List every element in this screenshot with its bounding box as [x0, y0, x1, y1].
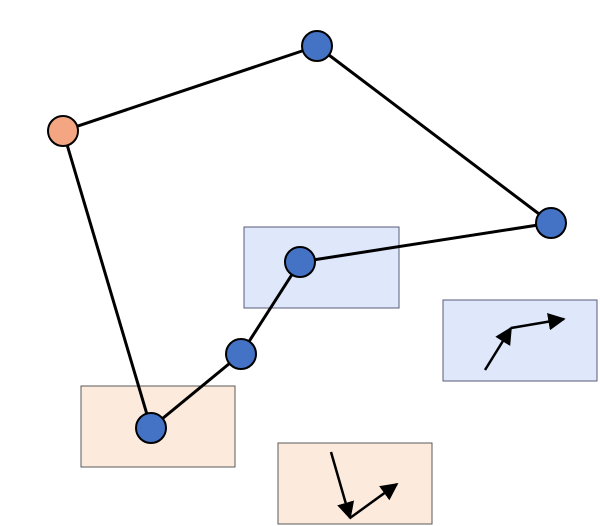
edge-n4-n5	[239, 261, 302, 355]
arrow-pair-icon	[329, 451, 399, 520]
node-n2[interactable]	[301, 30, 333, 62]
box-peach-bottom-glyph	[277, 442, 433, 525]
edge-n2-n3	[316, 44, 552, 225]
node-n6[interactable]	[135, 412, 167, 444]
box-blue-right-glyph	[442, 299, 598, 382]
node-n5[interactable]	[225, 338, 257, 370]
arrow-segment-1	[329, 451, 355, 520]
box-blue-center	[243, 226, 400, 309]
arrow-segment-2	[349, 482, 399, 520]
arrow-segment-1	[483, 326, 513, 371]
edge-n3-n4	[299, 221, 552, 264]
arrow-segment-2	[510, 313, 566, 331]
node-n1[interactable]	[47, 115, 79, 147]
node-n4[interactable]	[284, 246, 316, 278]
edge-n1-n2	[62, 44, 318, 133]
edge-n5-n6	[150, 352, 242, 430]
arrow-pair-icon	[483, 313, 566, 371]
node-n3[interactable]	[535, 207, 567, 239]
edge-n6-n1	[61, 130, 153, 429]
